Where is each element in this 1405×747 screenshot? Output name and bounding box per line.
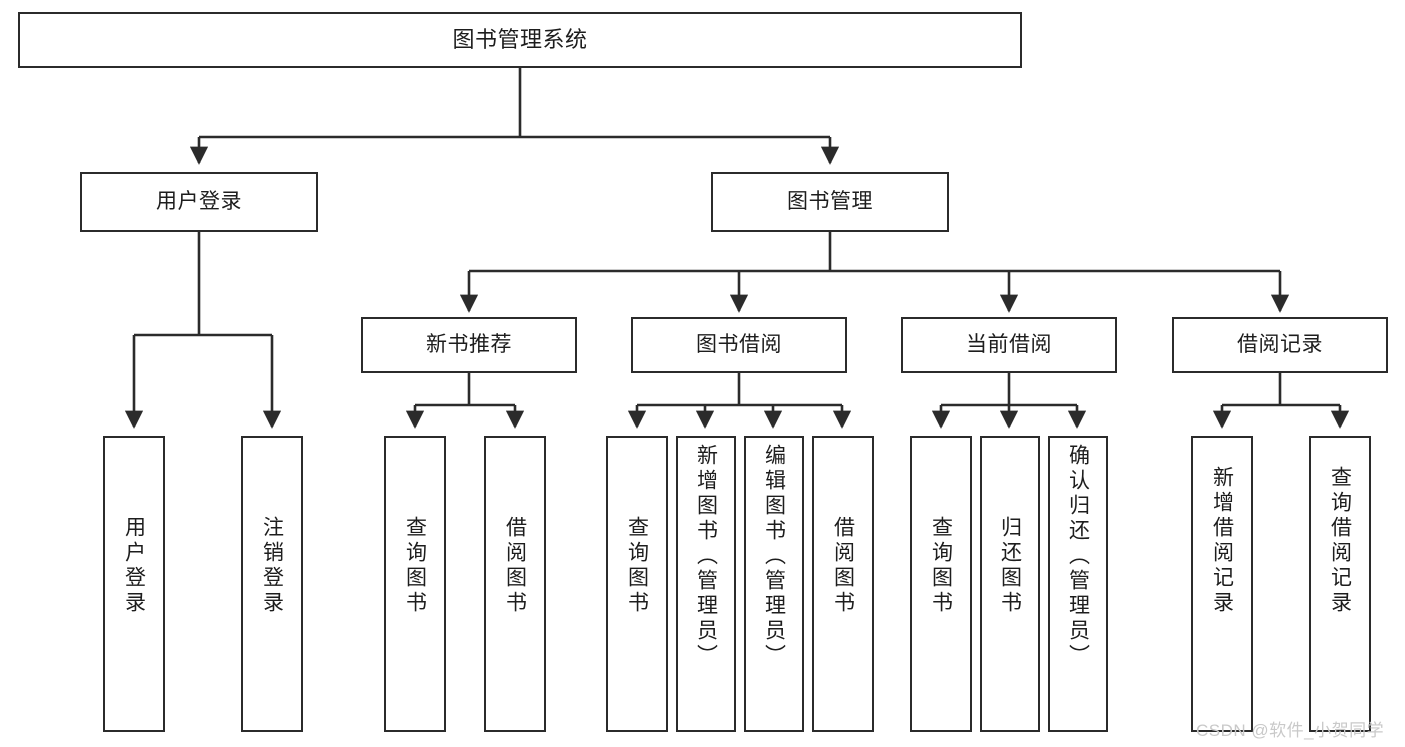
node-leaf-query-book-2-label: 查询图书 bbox=[625, 516, 649, 616]
node-leaf-confirm-return-label: 确认归还（管理员） bbox=[1066, 444, 1090, 669]
node-leaf-query-book-3[interactable]: 查询图书 bbox=[910, 436, 972, 732]
node-borrow-record[interactable]: 借阅记录 bbox=[1172, 317, 1388, 373]
node-leaf-query-record-label: 查询借阅记录 bbox=[1328, 466, 1352, 616]
node-book-borrow-label: 图书借阅 bbox=[696, 332, 782, 356]
node-root-label: 图书管理系统 bbox=[452, 27, 588, 53]
node-current-borrow[interactable]: 当前借阅 bbox=[901, 317, 1117, 373]
node-leaf-return-book[interactable]: 归还图书 bbox=[980, 436, 1040, 732]
watermark: CSDN @软件_小贺同学 bbox=[1196, 721, 1385, 740]
node-leaf-return-book-label: 归还图书 bbox=[998, 516, 1022, 616]
node-leaf-user-login[interactable]: 用户登录 bbox=[103, 436, 165, 732]
node-book-manage-label: 图书管理 bbox=[787, 189, 873, 213]
node-leaf-borrow-book-2-label: 借阅图书 bbox=[831, 516, 855, 616]
node-root[interactable]: 图书管理系统 bbox=[18, 12, 1022, 68]
node-current-borrow-label: 当前借阅 bbox=[966, 332, 1052, 356]
node-leaf-query-book-1-label: 查询图书 bbox=[403, 516, 427, 616]
node-leaf-query-book-3-label: 查询图书 bbox=[929, 516, 953, 616]
node-leaf-borrow-book-2[interactable]: 借阅图书 bbox=[812, 436, 874, 732]
node-leaf-query-book-2[interactable]: 查询图书 bbox=[606, 436, 668, 732]
node-leaf-edit-book-label: 编辑图书（管理员） bbox=[762, 444, 786, 669]
node-leaf-edit-book[interactable]: 编辑图书（管理员） bbox=[744, 436, 804, 732]
node-leaf-logout[interactable]: 注销登录 bbox=[241, 436, 303, 732]
node-leaf-borrow-book-1[interactable]: 借阅图书 bbox=[484, 436, 546, 732]
node-leaf-borrow-book-1-label: 借阅图书 bbox=[503, 516, 527, 616]
node-leaf-add-record[interactable]: 新增借阅记录 bbox=[1191, 436, 1253, 732]
node-book-borrow[interactable]: 图书借阅 bbox=[631, 317, 847, 373]
node-book-manage[interactable]: 图书管理 bbox=[711, 172, 949, 232]
node-leaf-logout-label: 注销登录 bbox=[260, 516, 284, 616]
node-new-book-recommend[interactable]: 新书推荐 bbox=[361, 317, 577, 373]
node-leaf-add-book[interactable]: 新增图书（管理员） bbox=[676, 436, 736, 732]
node-leaf-confirm-return[interactable]: 确认归还（管理员） bbox=[1048, 436, 1108, 732]
node-user-login[interactable]: 用户登录 bbox=[80, 172, 318, 232]
node-borrow-record-label: 借阅记录 bbox=[1237, 332, 1323, 356]
node-leaf-query-record[interactable]: 查询借阅记录 bbox=[1309, 436, 1371, 732]
node-leaf-add-book-label: 新增图书（管理员） bbox=[694, 444, 718, 669]
node-user-login-label: 用户登录 bbox=[156, 189, 242, 213]
node-leaf-user-login-label: 用户登录 bbox=[122, 516, 146, 616]
node-leaf-query-book-1[interactable]: 查询图书 bbox=[384, 436, 446, 732]
node-leaf-add-record-label: 新增借阅记录 bbox=[1210, 466, 1234, 616]
node-new-book-recommend-label: 新书推荐 bbox=[426, 332, 512, 356]
